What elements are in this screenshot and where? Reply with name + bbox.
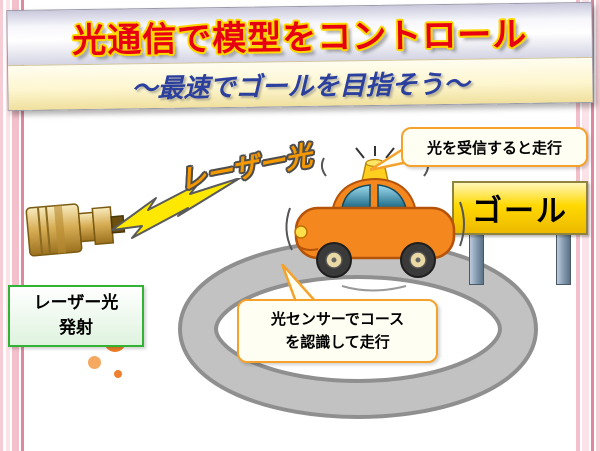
motion-line: [285, 207, 293, 251]
goal-sign-label: ゴール: [472, 195, 568, 228]
laser-emitter-icon: [25, 203, 126, 257]
beacon-ray: [355, 147, 365, 159]
callout-receive-box: 光を受信すると走行: [401, 127, 588, 167]
car-windshield: [341, 184, 371, 209]
motion-line: [459, 201, 465, 247]
laser-emitter-label-box: レーザー光 発射: [8, 285, 144, 347]
decor-dot: [114, 370, 122, 378]
laser-emitter-label-line2: 発射: [59, 318, 93, 337]
page-title: 光通信で模型をコントロール: [71, 15, 528, 60]
emitter-head: [91, 206, 115, 246]
callout-sensor-tail: [280, 264, 318, 304]
title-banner-bottom: ～最速でゴールを目指そう～: [8, 56, 593, 111]
goal-sign-board: ゴール: [452, 181, 588, 235]
emitter-body: [25, 203, 83, 257]
motion-line: [341, 285, 407, 292]
callout-sensor-line1: 光センサーでコース: [270, 310, 405, 328]
page-subtitle: ～最速でゴールを目指そう～: [131, 68, 470, 103]
laser-emitter-label-line1: レーザー光: [33, 293, 119, 313]
motion-line: [320, 157, 327, 177]
car-headlight: [294, 225, 308, 239]
callout-receive-tail: [370, 144, 408, 172]
goal-sign: ゴール: [452, 181, 588, 287]
title-banner: 光通信で模型をコントロール ～最速でゴールを目指そう～: [6, 1, 594, 112]
car-bumper-line: [297, 245, 319, 251]
lightning-bolt-icon: [112, 178, 241, 239]
goal-sign-leg: [469, 231, 484, 285]
callout-receive-text: 光を受信すると走行: [426, 139, 562, 157]
goal-sign-leg: [556, 231, 571, 285]
beacon-ray: [385, 147, 395, 159]
decor-dot: [88, 356, 101, 369]
callout-sensor-line2: を認識して走行: [285, 334, 390, 351]
title-banner-top: 光通信で模型をコントロール: [7, 2, 593, 66]
callout-sensor-box: 光センサーでコース を認識して走行: [237, 299, 438, 363]
